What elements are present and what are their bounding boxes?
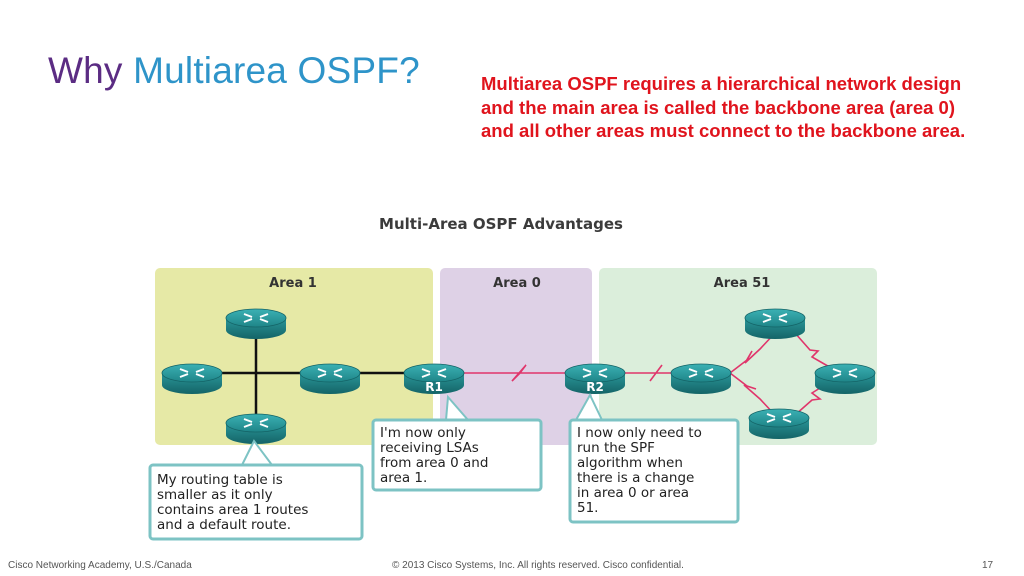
note-r2-line-1: I now only need to xyxy=(577,425,702,441)
note-r2-line-5: in area 0 or area xyxy=(577,485,689,501)
area-0-zone xyxy=(440,268,592,445)
r2-label: R2 xyxy=(586,380,604,394)
router-icon-r1: R1 xyxy=(403,363,465,394)
area-51-label: Area 51 xyxy=(714,276,771,291)
note-r2-line-3: algorithm when xyxy=(577,455,683,471)
router-icon-area51-left xyxy=(670,363,732,394)
note-r1-line-2: receiving LSAs xyxy=(380,440,479,456)
router-icon-area51-bottom xyxy=(748,408,810,439)
multi-area-ospf-diagram: Multi-Area OSPF Advantages Area 1 Area 0… xyxy=(148,215,877,541)
area-1-label: Area 1 xyxy=(269,276,317,291)
note-area1-line-1: My routing table is xyxy=(157,472,283,488)
note-r1-line-3: from area 0 and xyxy=(380,455,488,471)
title-part-multiarea: Multiarea OSPF? xyxy=(133,50,420,91)
note-area1-box xyxy=(148,463,364,541)
router-icon-area1-left xyxy=(161,363,223,394)
router-icon-area1-center xyxy=(299,363,361,394)
note-r2-line-4: there is a change xyxy=(577,470,694,486)
note-area1-line-3: contains area 1 routes xyxy=(157,502,308,518)
footer-page-number: 17 xyxy=(982,560,994,571)
router-icon-area51-top xyxy=(744,308,806,339)
footer-copyright: © 2013 Cisco Systems, Inc. All rights re… xyxy=(392,560,684,571)
slide-title: Why Multiarea OSPF? xyxy=(48,50,420,92)
area-1-zone xyxy=(155,268,433,445)
router-icon-r2: R2 xyxy=(564,363,626,394)
area-51-zone xyxy=(599,268,877,445)
title-part-why: Why xyxy=(48,50,134,91)
note-r1-line-1: I'm now only xyxy=(380,425,466,441)
note-r2-box xyxy=(568,418,740,524)
note-r1-box xyxy=(371,418,543,492)
area-0-label: Area 0 xyxy=(493,276,541,291)
footer-organization: Cisco Networking Academy, U.S./Canada xyxy=(8,560,192,571)
r1-label: R1 xyxy=(425,380,443,394)
note-area1-line-2: smaller as it only xyxy=(157,487,273,503)
router-icon-area51-right xyxy=(814,363,876,394)
note-area1-line-4: and a default route. xyxy=(157,517,291,533)
note-r1-line-4: area 1. xyxy=(380,470,427,486)
router-icon-area1-top xyxy=(225,308,287,339)
backbone-callout: Multiarea OSPF requires a hierarchical n… xyxy=(481,73,966,141)
note-r2-line-2: run the SPF xyxy=(577,440,655,456)
note-r2-line-6: 51. xyxy=(577,500,598,516)
diagram-heading: Multi-Area OSPF Advantages xyxy=(379,215,623,233)
router-icon-area1-bottom xyxy=(225,413,287,444)
